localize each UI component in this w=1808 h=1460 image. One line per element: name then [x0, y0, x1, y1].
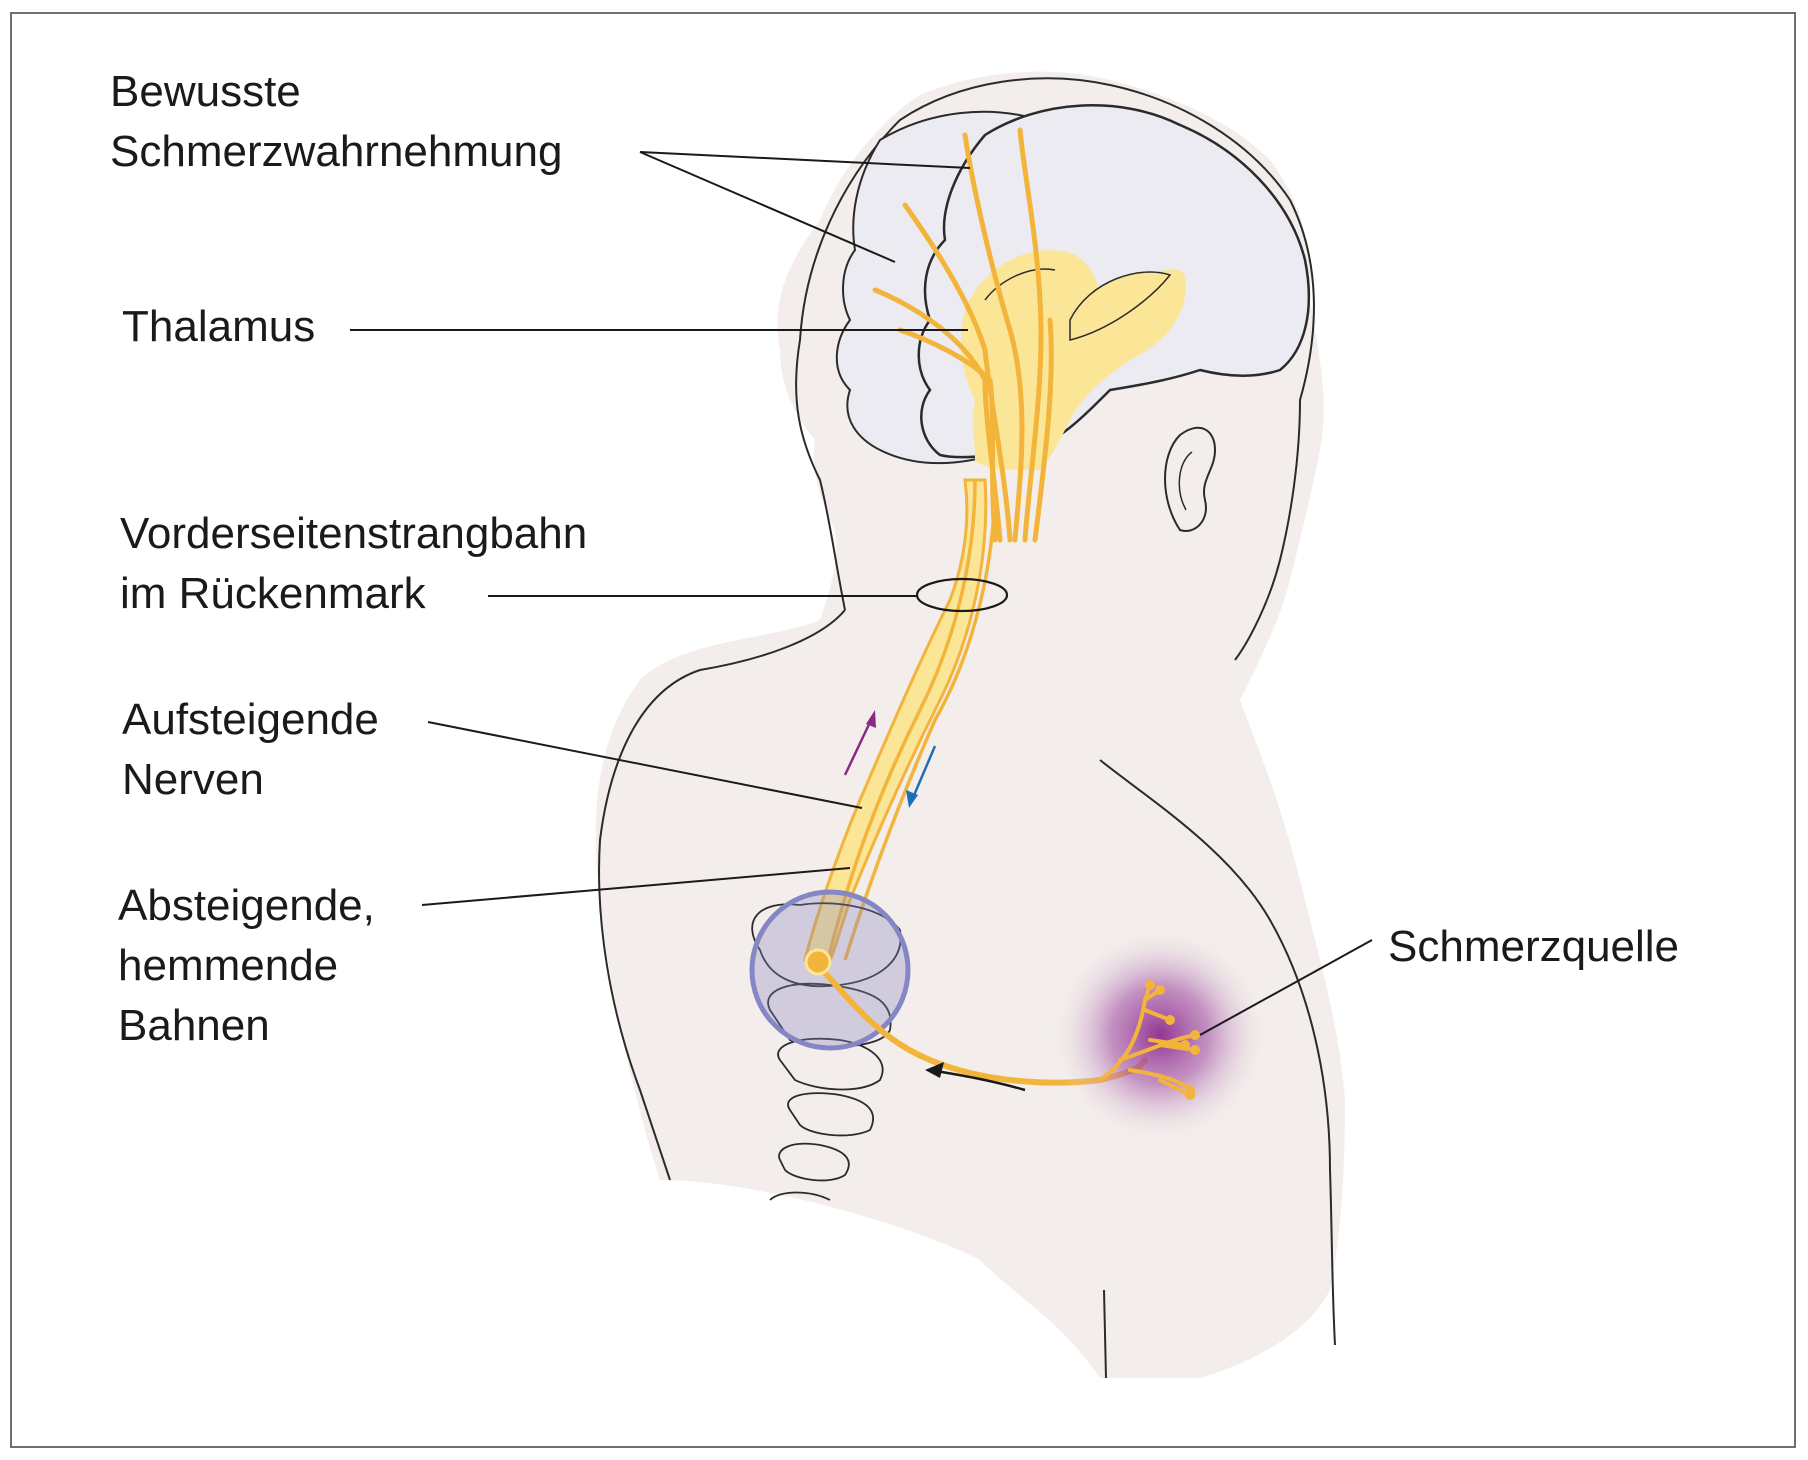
label-descending-pathways: Absteigende, hemmende Bahnen [118, 876, 375, 1056]
label-line: im Rückenmark [120, 564, 587, 624]
label-thalamus: Thalamus [122, 297, 315, 357]
label-line: Bahnen [118, 996, 375, 1056]
label-ascending-nerves: Aufsteigende Nerven [122, 690, 379, 810]
label-spinal-tract: Vorderseitenstrangbahn im Rückenmark [120, 504, 587, 624]
label-line: Thalamus [122, 297, 315, 357]
pain-source-glow [1050, 925, 1270, 1145]
label-line: Vorderseitenstrangbahn [120, 504, 587, 564]
label-conscious-pain-perception: Bewusste Schmerzwahrnehmung [110, 62, 562, 182]
label-line: hemmende [118, 936, 375, 996]
label-pain-source: Schmerzquelle [1388, 917, 1679, 977]
label-line: Aufsteigende [122, 690, 379, 750]
label-line: Schmerzwahrnehmung [110, 122, 562, 182]
label-line: Absteigende, [118, 876, 375, 936]
vertebra-highlight-ring [752, 892, 908, 1048]
label-line: Bewusste [110, 62, 562, 122]
label-line: Schmerzquelle [1388, 917, 1679, 977]
label-line: Nerven [122, 750, 379, 810]
